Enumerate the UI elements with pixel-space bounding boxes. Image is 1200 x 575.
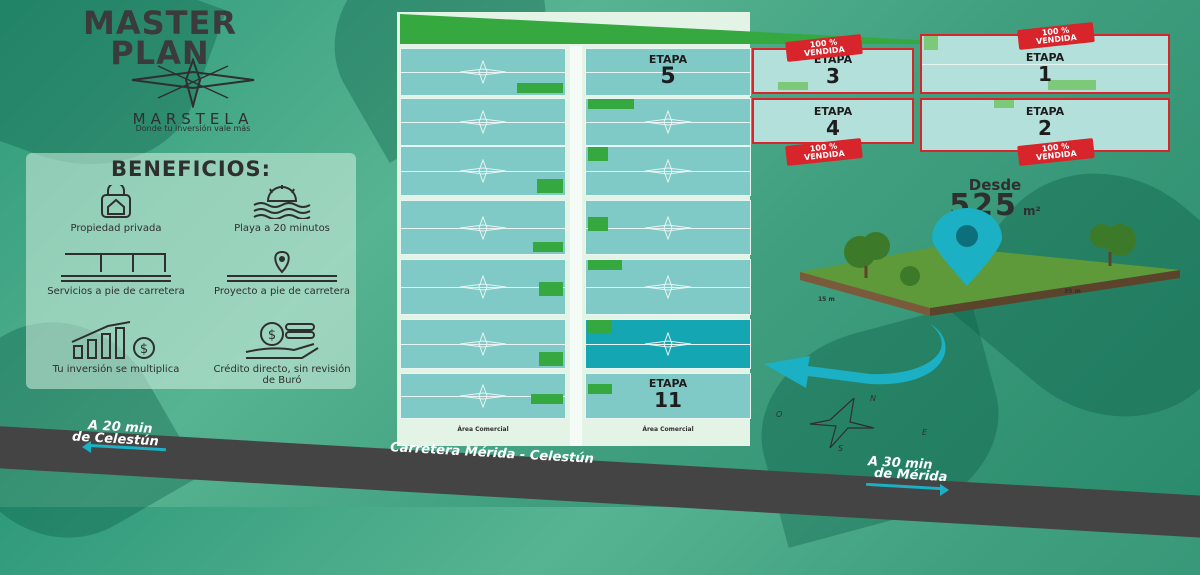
curved-arrow-icon (764, 324, 946, 388)
growth-chart-icon: $ (71, 321, 155, 359)
utility-poles-icon (61, 253, 171, 282)
commercial-area-label: Área Comercial (642, 426, 694, 433)
lot-block[interactable] (400, 146, 566, 196)
benefit-text: Playa a 20 minutos (234, 223, 330, 234)
etapa-label: ETAPA (648, 377, 688, 390)
from-label: Desde (968, 176, 1022, 194)
lot-block-etapa-5[interactable] (585, 48, 751, 96)
etapa-number: 2 (1038, 116, 1052, 140)
brand-tagline: Donde tu inversión vale más (135, 124, 251, 133)
benefit-item: Propiedad privada (46, 185, 186, 234)
compass-icon (809, 398, 875, 448)
lot-block[interactable] (585, 200, 751, 255)
title-line-1: MASTER (83, 4, 237, 42)
compass-west: O (776, 410, 783, 419)
lot-block[interactable] (400, 259, 566, 315)
lot-block-etapa-3[interactable] (752, 48, 914, 94)
lot-block[interactable] (400, 48, 566, 96)
commercial-area-label: Área Comercial (457, 426, 509, 433)
money-hand-icon: $ (245, 322, 319, 359)
svg-text:$: $ (268, 328, 276, 343)
benefit-item: $ Crédito directo, sin revisión de Buró (212, 320, 352, 386)
lot-length-label: 35 m (1064, 288, 1081, 295)
compass-north: N (870, 394, 876, 403)
lot-width-label: 15 m (818, 296, 835, 303)
etapa-number: 11 (654, 388, 682, 412)
benefit-text: Tu inversión se multiplica (52, 364, 180, 375)
location-pin-icon (227, 250, 337, 282)
benefit-item: Servicios a pie de carretera (46, 250, 186, 297)
lot-block-etapa-11[interactable] (585, 373, 751, 419)
benefit-item: Proyecto a pie de carretera (212, 250, 352, 297)
lot-block[interactable] (400, 200, 566, 255)
benefit-text: Servicios a pie de carretera (47, 286, 185, 297)
lot-block[interactable] (400, 319, 566, 369)
lot-block-etapa-4[interactable] (752, 98, 914, 144)
etapa-number: 4 (826, 116, 840, 140)
right-arrow-head-icon (940, 484, 949, 496)
benefit-text: Proyecto a pie de carretera (213, 286, 350, 297)
lot-illustration (800, 224, 1180, 316)
etapa-label: ETAPA (1025, 105, 1065, 118)
lot-block[interactable] (585, 98, 751, 146)
etapa-label: ETAPA (813, 105, 853, 118)
compass-east: E (922, 428, 928, 437)
lot-block[interactable] (400, 98, 566, 146)
page-title: MASTER PLAN (60, 4, 260, 69)
plan-road-strip (570, 46, 582, 446)
etapa-number: 5 (660, 64, 676, 89)
benefit-item: Playa a 20 minutos (212, 185, 352, 234)
brand-name: MARSTELA (132, 110, 254, 128)
etapa-label: ETAPA (1025, 51, 1065, 64)
etapa-label: ETAPA (813, 53, 853, 66)
lot-block[interactable] (585, 259, 751, 315)
benefits-title: BENEFICIOS: (110, 157, 272, 181)
location-pin-icon (932, 208, 1002, 286)
lot-block-highlighted[interactable] (585, 319, 751, 369)
house-lock-icon (101, 185, 131, 218)
etapa-number: 3 (826, 64, 840, 88)
benefit-item: $ Tu inversión se multiplica (46, 320, 186, 375)
etapa-number: 1 (1038, 62, 1052, 86)
lot-block[interactable] (585, 146, 751, 196)
left-arrow-head-icon (82, 441, 91, 453)
benefit-text: Crédito directo, sin revisión de Buró (213, 364, 351, 386)
etapa-label: ETAPA (648, 53, 688, 66)
beach-sun-icon (253, 185, 311, 219)
marstela-logo-icon (131, 58, 255, 108)
benefit-text: Propiedad privada (70, 223, 162, 234)
lot-block[interactable] (400, 373, 566, 419)
lot-size-unit: m² (1022, 204, 1041, 218)
svg-text:$: $ (140, 342, 148, 357)
compass-south: S (838, 444, 844, 453)
